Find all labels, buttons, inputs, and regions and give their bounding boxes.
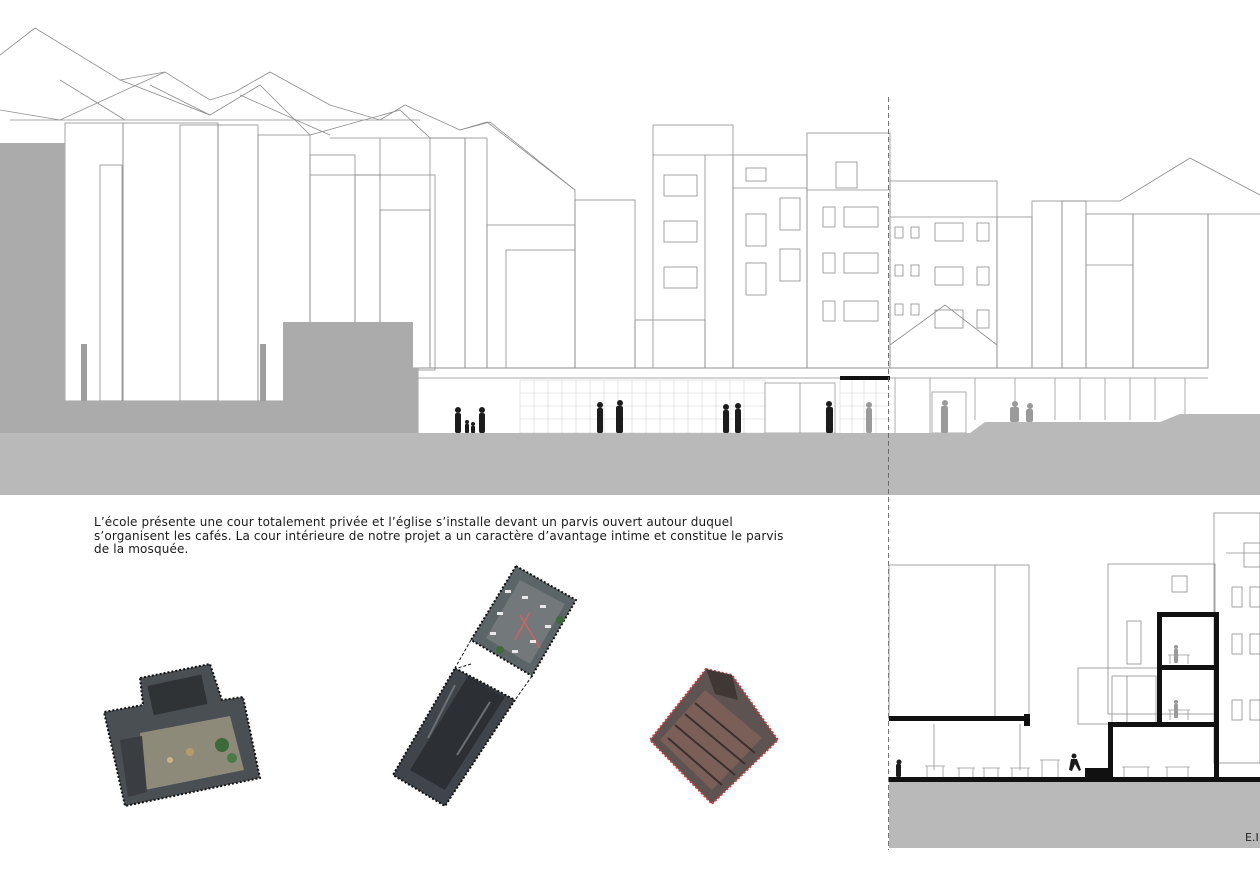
section-people — [896, 753, 1081, 777]
section-cut — [889, 612, 1260, 782]
people-silhouettes — [455, 400, 833, 433]
street-elevation — [0, 27, 1260, 495]
school-site-aerial — [102, 662, 262, 808]
left-low-block — [283, 322, 413, 401]
left-tower-block — [0, 143, 65, 401]
cafe-furniture — [925, 654, 1190, 778]
ground-section — [0, 433, 1260, 495]
mosque-site-aerial — [648, 667, 780, 806]
section-ground — [889, 781, 1260, 848]
caption-text: L’école présente une cour totalement pri… — [94, 515, 784, 556]
church-site-aerial — [391, 564, 578, 808]
corner-label: E.I — [1245, 831, 1259, 844]
ghost-people-silhouettes — [866, 400, 1033, 433]
site-plans — [102, 564, 780, 808]
